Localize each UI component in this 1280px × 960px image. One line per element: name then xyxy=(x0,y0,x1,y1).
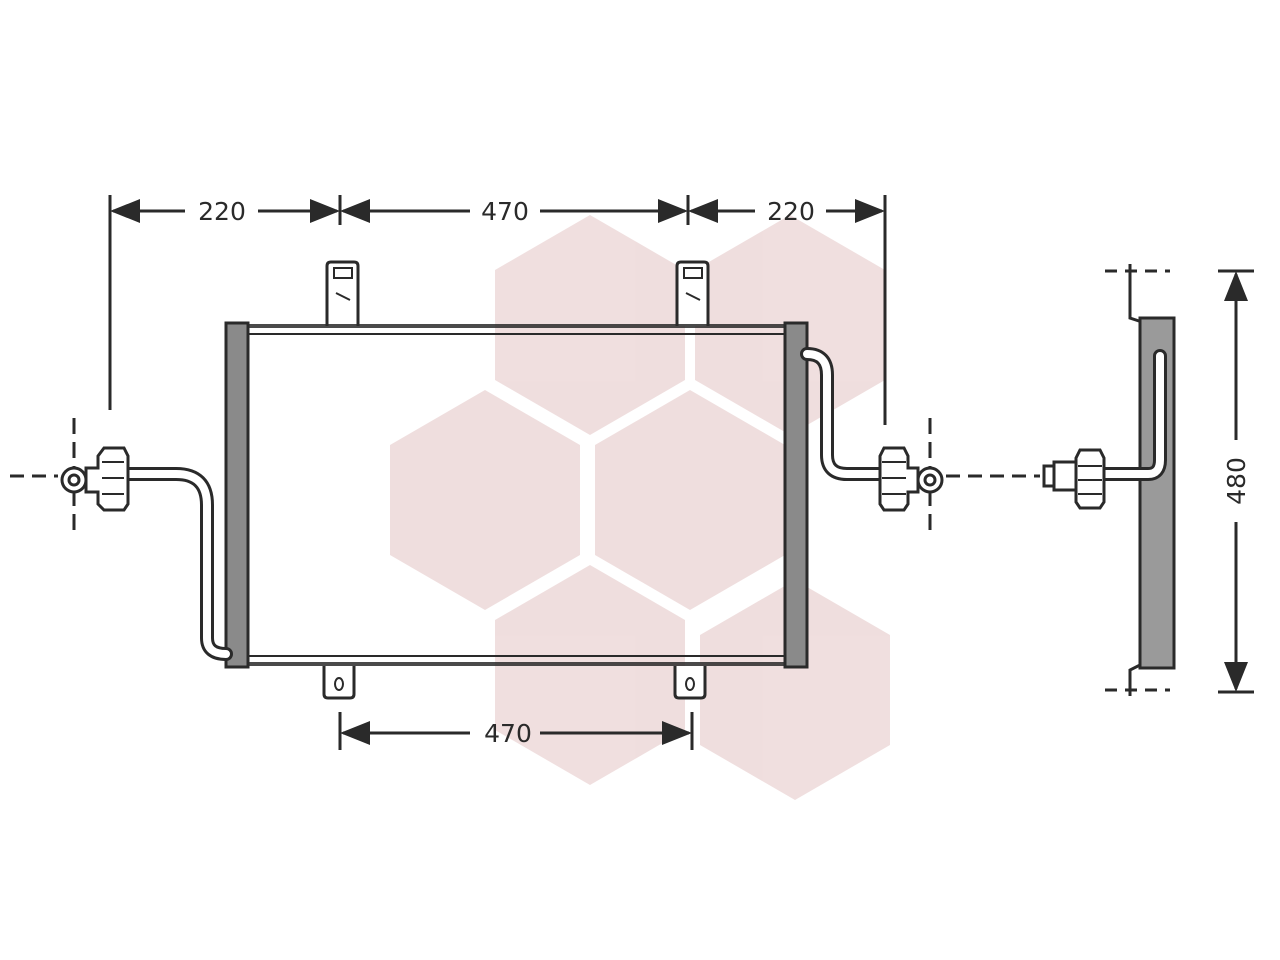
top-bracket-left xyxy=(325,260,360,326)
right-tank xyxy=(783,321,809,669)
bottom-dimension-group xyxy=(338,712,694,750)
hexagon-watermark-icon xyxy=(390,215,890,800)
dimension-label-bottom: 470 xyxy=(484,719,532,748)
left-pipe xyxy=(117,467,233,661)
side-dimension-group xyxy=(1218,269,1254,694)
top-bracket-right xyxy=(675,260,710,326)
pipe-fitting-icon xyxy=(1042,448,1106,510)
top-brackets xyxy=(325,260,710,326)
pipe-fitting-icon xyxy=(878,418,1040,538)
bottom-bracket-left xyxy=(322,666,356,700)
dimension-label-top-right: 220 xyxy=(767,197,815,226)
top-dimension-group xyxy=(108,195,887,425)
pipe-fitting-icon xyxy=(10,418,130,538)
side-view xyxy=(1097,264,1176,696)
bottom-brackets xyxy=(322,666,707,700)
right-pipe xyxy=(800,347,887,481)
bottom-bracket-right xyxy=(673,666,707,700)
left-tank xyxy=(224,321,250,669)
dimension-label-top-left: 220 xyxy=(198,197,246,226)
dimension-label-side-height: 480 xyxy=(1222,457,1251,505)
dimension-label-top-center: 470 xyxy=(481,197,529,226)
